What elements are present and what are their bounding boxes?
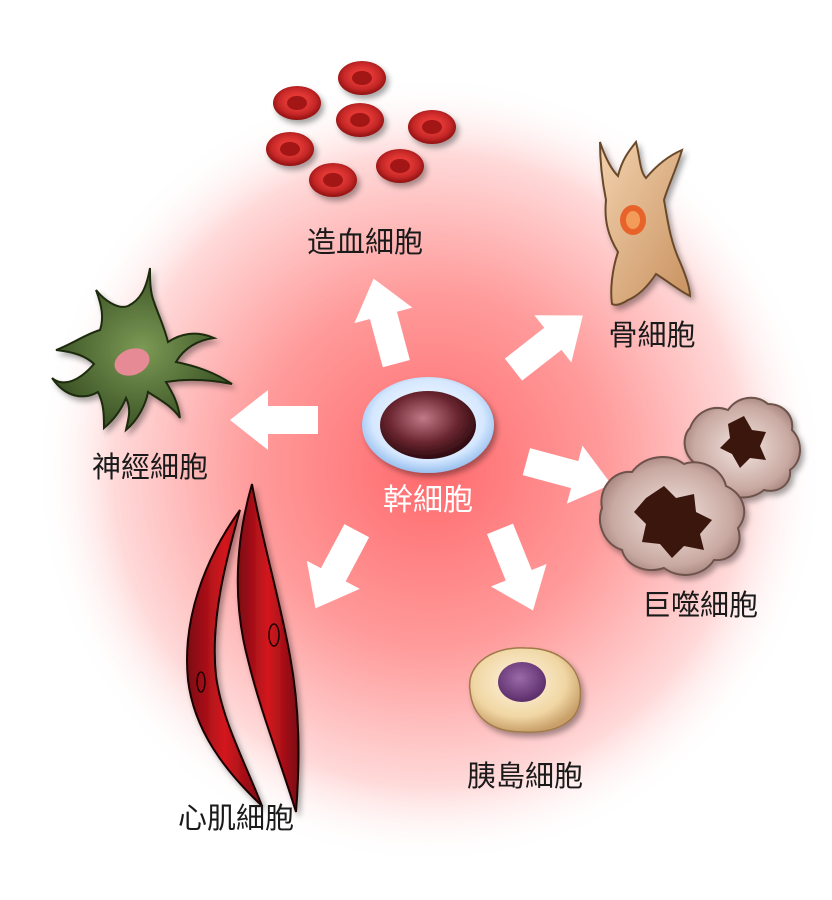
arrow-to-cardiomyocyte [306, 524, 370, 609]
neuron-cell [51, 267, 233, 433]
label-neuron: 神經細胞 [92, 450, 208, 484]
label-hematopoietic: 造血細胞 [307, 225, 423, 259]
islet-cell [469, 647, 582, 733]
macrophage-cells [599, 396, 801, 576]
hematopoietic-cells [266, 61, 456, 197]
label-osteocyte: 骨細胞 [608, 318, 695, 352]
arrow-to-islet [487, 523, 547, 611]
label-macrophage: 巨噬細胞 [642, 588, 758, 622]
arrow-to-neuron [230, 390, 318, 450]
arrow-to-hematopoietic [354, 278, 413, 368]
label-stem-cell: 幹細胞 [383, 483, 473, 518]
label-islet: 胰島細胞 [467, 759, 583, 793]
cardiomyocyte-cells [186, 483, 300, 813]
arrow-to-osteocyte [504, 315, 583, 381]
stem-cell [362, 377, 494, 473]
osteocyte-cell [599, 139, 692, 306]
differentiation-arrows [230, 278, 612, 611]
arrow-to-macrophage [522, 445, 612, 504]
label-cardiomyocyte: 心肌細胞 [178, 801, 294, 835]
